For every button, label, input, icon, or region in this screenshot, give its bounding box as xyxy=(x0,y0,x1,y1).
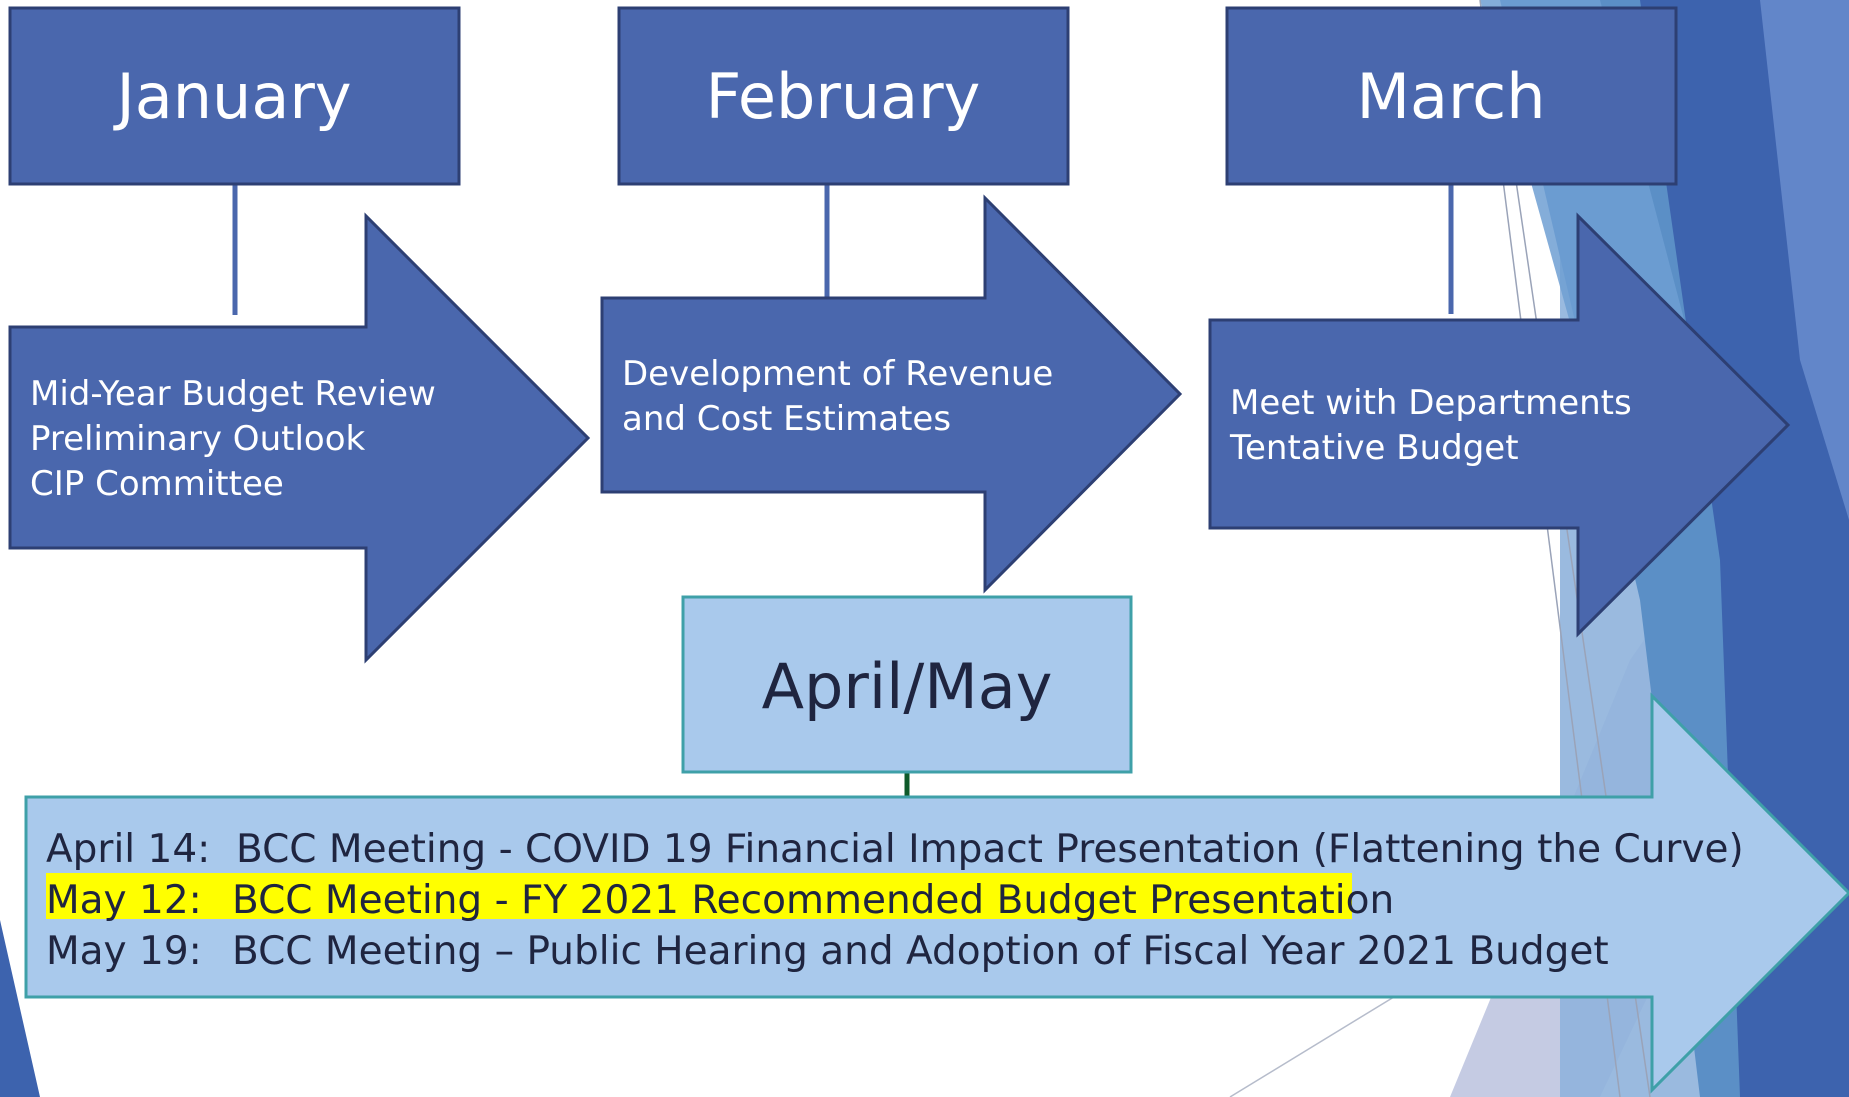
schedule-row-1: April 14: BCC Meeting - COVID 19 Financi… xyxy=(46,827,1744,872)
schedule-row-1-date: April 14: xyxy=(46,827,210,872)
schedule-row-2-date: May 12: xyxy=(46,878,202,923)
january-arrow-text: Mid-Year Budget Review Preliminary Outlo… xyxy=(30,374,447,504)
january-line-2: Preliminary Outlook xyxy=(30,419,365,459)
schedule-row-1-text: BCC Meeting - COVID 19 Financial Impact … xyxy=(236,827,1744,872)
january-process-arrow xyxy=(8,212,591,664)
march-month-box xyxy=(1225,6,1678,186)
february-arrow-text: Development of Revenue and Cost Estimate… xyxy=(622,354,1064,439)
march-month-label: March xyxy=(1357,60,1546,133)
february-line-2: and Cost Estimates xyxy=(622,399,951,439)
january-line-1: Mid-Year Budget Review xyxy=(30,374,436,414)
february-month-box xyxy=(617,6,1070,186)
schedule-row-2: May 12: BCC Meeting - FY 2021 Recommende… xyxy=(46,878,1394,923)
march-process-arrow xyxy=(1208,212,1791,638)
february-month-label: February xyxy=(706,60,981,133)
march-line-1: Meet with Departments xyxy=(1230,383,1632,423)
february-line-1: Development of Revenue xyxy=(622,354,1053,394)
deco-facet-right-light xyxy=(1760,0,1849,520)
deco-facet-left-bottom xyxy=(0,920,40,1097)
schedule-row-3-text: BCC Meeting – Public Hearing and Adoptio… xyxy=(232,929,1609,974)
february-process-arrow xyxy=(600,194,1183,594)
schedule-row-2-text: BCC Meeting - FY 2021 Recommended Budget… xyxy=(232,878,1394,923)
april-may-month-label: April/May xyxy=(762,650,1053,723)
schedule-row-3: May 19: BCC Meeting – Public Hearing and… xyxy=(46,929,1609,974)
schedule-highlight xyxy=(46,873,1352,919)
april-may-month-box xyxy=(681,595,1133,774)
march-arrow-text: Meet with Departments Tentative Budget xyxy=(1229,383,1643,468)
january-month-box xyxy=(8,6,461,186)
january-month-label: January xyxy=(112,60,351,133)
january-line-3: CIP Committee xyxy=(30,464,284,504)
march-line-2: Tentative Budget xyxy=(1229,428,1519,468)
schedule-list: April 14: BCC Meeting - COVID 19 Financi… xyxy=(46,827,1744,974)
schedule-row-3-date: May 19: xyxy=(46,929,202,974)
